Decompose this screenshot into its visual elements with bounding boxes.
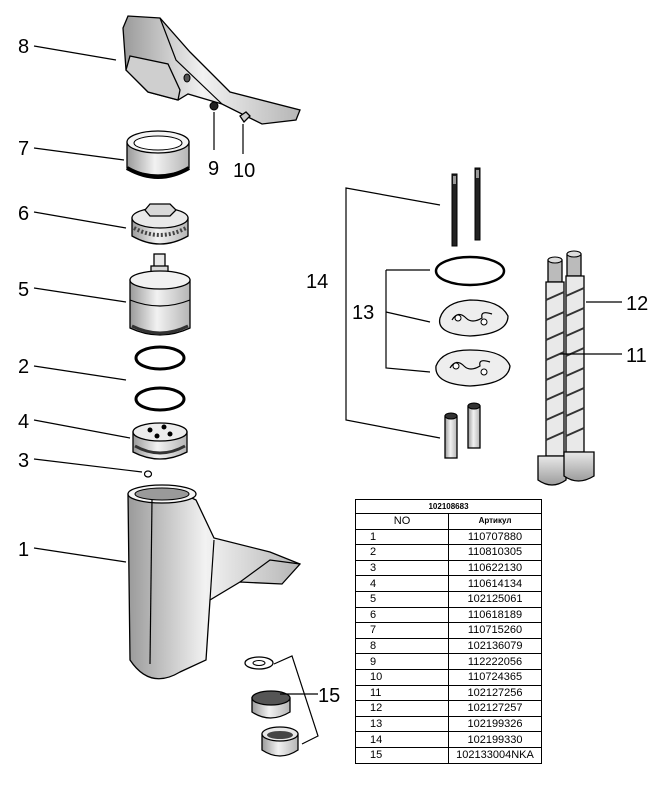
part-1-faucet-body [127,484,302,680]
callout-14: 14 [306,271,328,293]
row-article: 102133004NKA [448,746,542,764]
header-article: Артикул [448,513,542,530]
row-article: 102199330 [448,731,542,748]
callout-15: 15 [318,685,340,707]
row-article: 102125061 [448,590,542,608]
part-2-o-ring-upper [134,345,186,371]
part-6-cartridge-nut [131,203,189,245]
callout-4: 4 [18,411,29,433]
row-no: 15 [355,746,449,764]
header-no: NO [355,513,449,530]
callout-9: 9 [208,158,219,180]
row-article: 110724365 [448,668,542,686]
part-5-cartridge [129,253,191,336]
table-caption: 102108683 [355,499,542,514]
table-caption-row: 102108683 [355,499,542,514]
table-header-row: NO Артикул [355,513,542,530]
row-no: 10 [355,668,449,686]
row-article: 102136079 [448,637,542,655]
part-2-o-ring-lower [134,386,186,412]
row-article: 102127257 [448,700,542,717]
callout-3: 3 [18,450,29,472]
row-article: 110614134 [448,575,542,592]
callout-11: 11 [626,345,647,367]
part-3-pin [143,470,153,478]
callout-7: 7 [18,138,29,160]
row-no: 8 [355,637,449,655]
row-article: 110707880 [448,528,542,546]
row-no: 1 [355,528,449,546]
callout-2: 2 [18,356,29,378]
row-article: 110715260 [448,622,542,639]
row-article: 110810305 [448,544,542,561]
row-no: 5 [355,590,449,608]
leader-lines [33,45,622,745]
part-7-cover-cap [125,130,191,179]
row-no: 13 [355,715,449,733]
callout-labels: 8 7 6 5 2 4 3 1 9 10 14 13 12 11 15 [18,36,648,707]
callout-5: 5 [18,279,29,301]
callout-1: 1 [18,539,29,561]
part-9-ball [209,101,219,111]
callout-12: 12 [626,293,648,315]
part-11-12-flexible-hoses [537,250,595,486]
part-4-cartridge-seat [132,422,188,460]
row-no: 4 [355,575,449,592]
row-no: 7 [355,622,449,639]
row-no: 6 [355,606,449,624]
part-10-screw [239,111,251,124]
row-article: 110618189 [448,606,542,624]
row-article: 112222056 [448,653,542,670]
row-article: 102127256 [448,684,542,702]
row-article: 110622130 [448,559,542,577]
part-15-aerator-set [244,656,299,757]
part-13-gasket-and-plates [434,255,511,387]
part-8-lever-handle [122,15,301,125]
callout-10: 10 [233,160,255,182]
row-no: 3 [355,559,449,577]
callout-6: 6 [18,203,29,225]
part-14-mounting-studs [444,167,481,459]
row-no: 11 [355,684,449,702]
row-no: 2 [355,544,449,561]
row-article: 102199326 [448,715,542,733]
row-no: 14 [355,731,449,748]
callout-13: 13 [352,302,374,324]
row-no: 9 [355,653,449,670]
row-no: 12 [355,700,449,717]
callout-8: 8 [18,36,29,58]
